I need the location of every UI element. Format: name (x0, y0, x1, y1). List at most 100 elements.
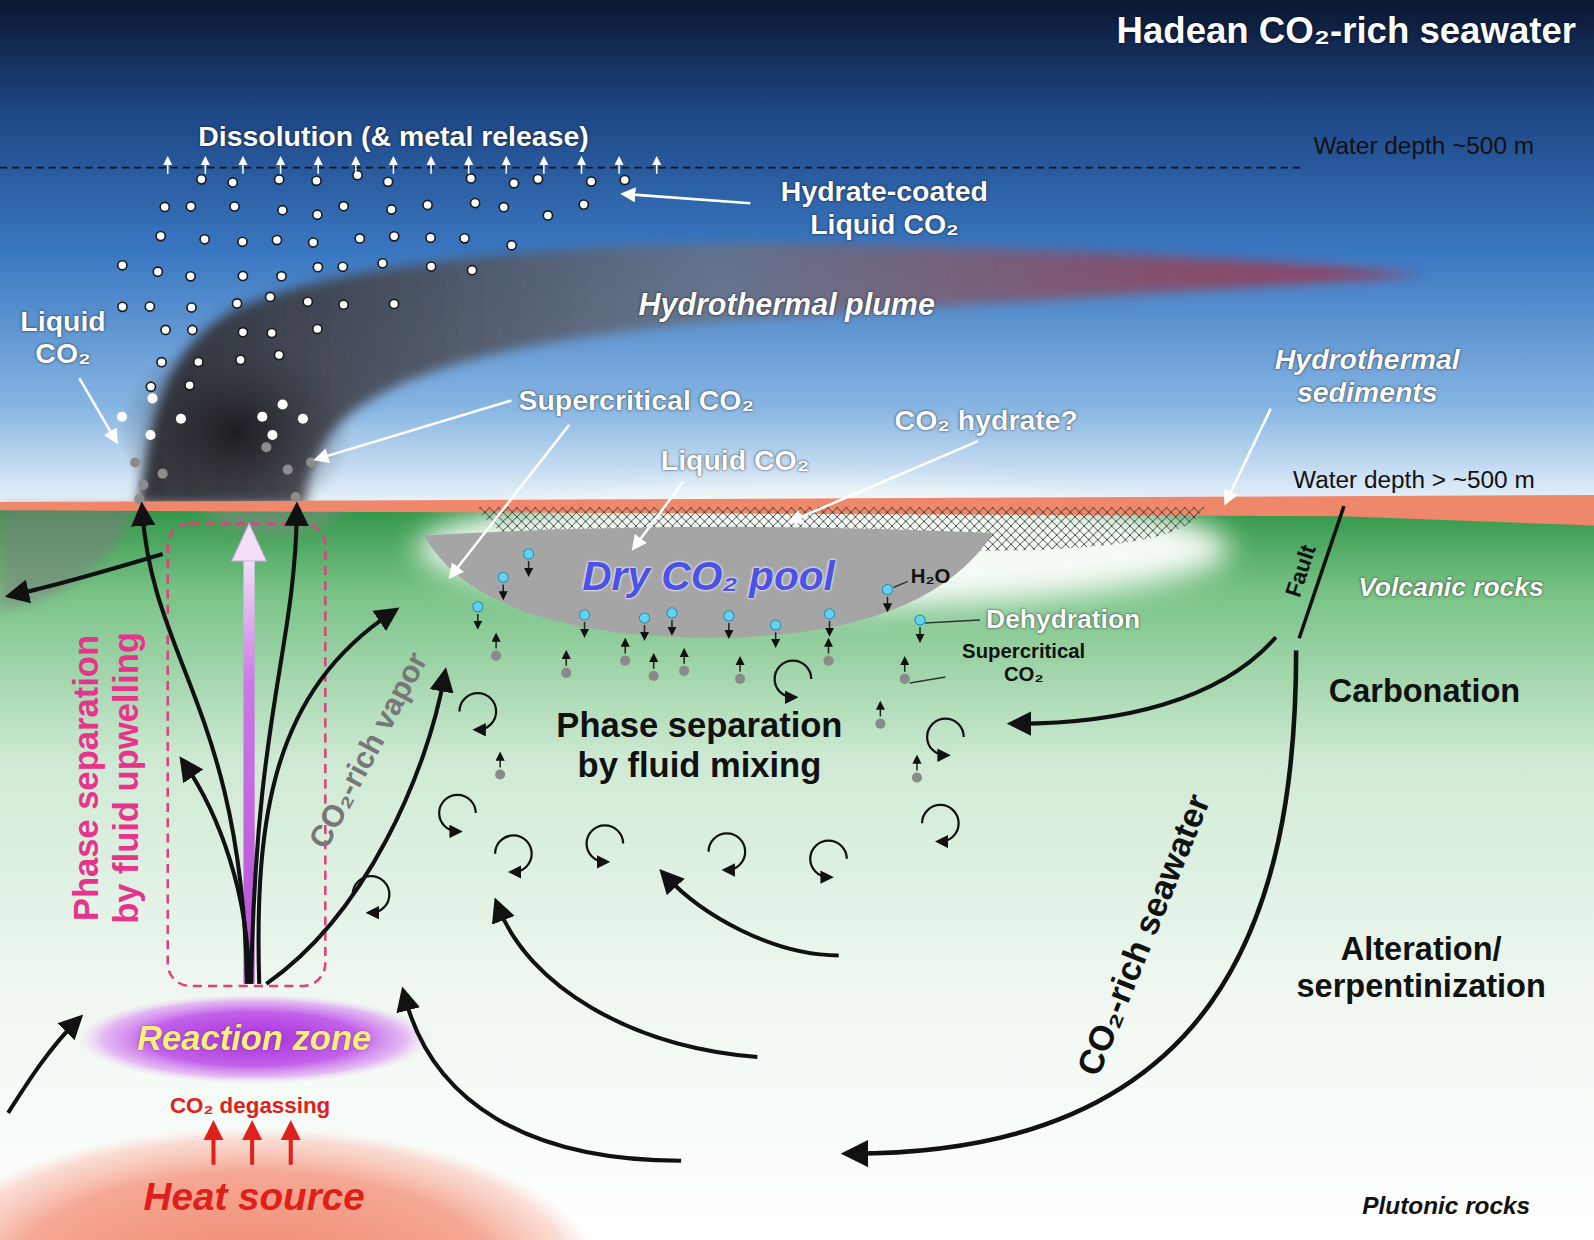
illustration-part (280, 160, 282, 174)
illustration-part (639, 613, 649, 623)
phase-label: Supercritical CO₂ (953, 639, 1095, 686)
phase-label: Supercritical CO₂ (518, 384, 754, 417)
illustration-part (452, 425, 569, 574)
illustration-part (176, 414, 186, 424)
illustration-part (312, 176, 321, 185)
illustration-part (624, 641, 626, 653)
rock-label: Volcanic rocks (1358, 572, 1544, 602)
illustration-part (313, 324, 322, 333)
illustration-part (79, 378, 115, 439)
illustration-part (289, 1128, 293, 1165)
illustration-part (587, 825, 624, 862)
illustration-part (724, 611, 734, 621)
illustration-part (495, 636, 497, 648)
illustration-part (587, 177, 596, 186)
illustration-part (205, 160, 207, 174)
illustration-part (319, 400, 511, 458)
illustration-part (495, 769, 505, 779)
illustration-part (303, 297, 312, 306)
illustration-part (459, 693, 496, 730)
illustration-part (387, 205, 396, 214)
droplet-label: Hydrate-coated Liquid CO₂ (747, 176, 1021, 241)
illustration-part (161, 325, 170, 334)
flow-label: CO₂-rich seawater (1069, 789, 1218, 1082)
illustration-part (283, 464, 293, 474)
illustration-part (499, 203, 508, 212)
process-label: Phase separation by fluid mixing (537, 706, 862, 785)
illustration-part (266, 677, 444, 984)
illustration-part (389, 299, 398, 308)
pool-shape (424, 526, 993, 637)
illustration-part (498, 907, 757, 1057)
illustration-part (339, 202, 348, 211)
flow-label: CO₂-rich vapor (302, 646, 435, 854)
illustration-part (228, 178, 237, 187)
illustration-part (683, 652, 685, 664)
illustration-part (298, 414, 308, 424)
illustration-part (477, 614, 479, 626)
fault-label: Fault (1281, 542, 1322, 601)
illustration-part (649, 671, 659, 681)
leader-lines (894, 581, 980, 683)
illustration-part (291, 492, 301, 502)
illustration-part (427, 262, 436, 271)
vent-droplets (117, 393, 316, 504)
zone-shape (0, 1127, 600, 1240)
node-text: Reaction zone (137, 1019, 371, 1059)
rock-label: Plutonic rocks (1362, 1192, 1530, 1220)
illustration-part (236, 355, 245, 364)
zone-shape (77, 994, 431, 1084)
phase-label: H₂O (911, 565, 951, 588)
illustration-part (709, 833, 746, 870)
droplet-label: Liquid CO₂ (7, 305, 119, 370)
upwelling-column (243, 557, 254, 984)
illustration-part (875, 719, 885, 729)
illustration-part (1227, 409, 1271, 500)
illustration-part (14, 554, 162, 595)
vent-mound (0, 505, 137, 610)
illustration-part (581, 160, 583, 174)
illustration-part (620, 656, 630, 666)
illustration-part (502, 584, 504, 596)
illustration-part (118, 302, 127, 311)
co2-pool-lens: Dry CO₂ pool (424, 524, 993, 638)
illustration-part (353, 171, 362, 180)
node-text: Dry CO₂ pool (582, 553, 835, 600)
phase-label: Liquid CO₂ (661, 444, 810, 477)
illustration-part (910, 677, 946, 683)
illustration-part (584, 622, 586, 634)
illustration-part (242, 160, 244, 174)
illustration-part (771, 620, 781, 630)
illustration-part (147, 393, 157, 403)
process-label: Alteration/ serpentinization (1274, 930, 1569, 1005)
illustration-part (187, 303, 196, 312)
illustration-part (313, 210, 322, 219)
illustration-part (188, 325, 197, 334)
illustration-part (393, 160, 395, 174)
illustration-part (565, 654, 567, 666)
illustration-part (317, 160, 319, 174)
illustration-part (197, 175, 206, 184)
illustration-part (200, 235, 209, 244)
illustration-part (679, 666, 689, 676)
illustration-part (916, 758, 918, 770)
illustration-part (145, 302, 154, 311)
illustration-part (922, 805, 959, 842)
illustration-part (626, 194, 750, 203)
illustration-part (775, 661, 812, 698)
illustration-part (915, 615, 925, 625)
illustration-part (439, 795, 476, 832)
illustration-part (267, 328, 276, 337)
illustration-part (666, 876, 839, 955)
illustration-part (824, 609, 834, 619)
illustration-part (117, 412, 127, 422)
depth-note: Water depth > ~500 m (1293, 466, 1535, 494)
illustration-part (138, 480, 148, 490)
illustration-part (1017, 637, 1276, 723)
illustration-part (828, 641, 830, 653)
fault-line (1299, 506, 1344, 638)
flow-label: CO₂ degassing (170, 1093, 330, 1119)
illustration-part (309, 238, 318, 247)
illustration-part (880, 704, 882, 716)
